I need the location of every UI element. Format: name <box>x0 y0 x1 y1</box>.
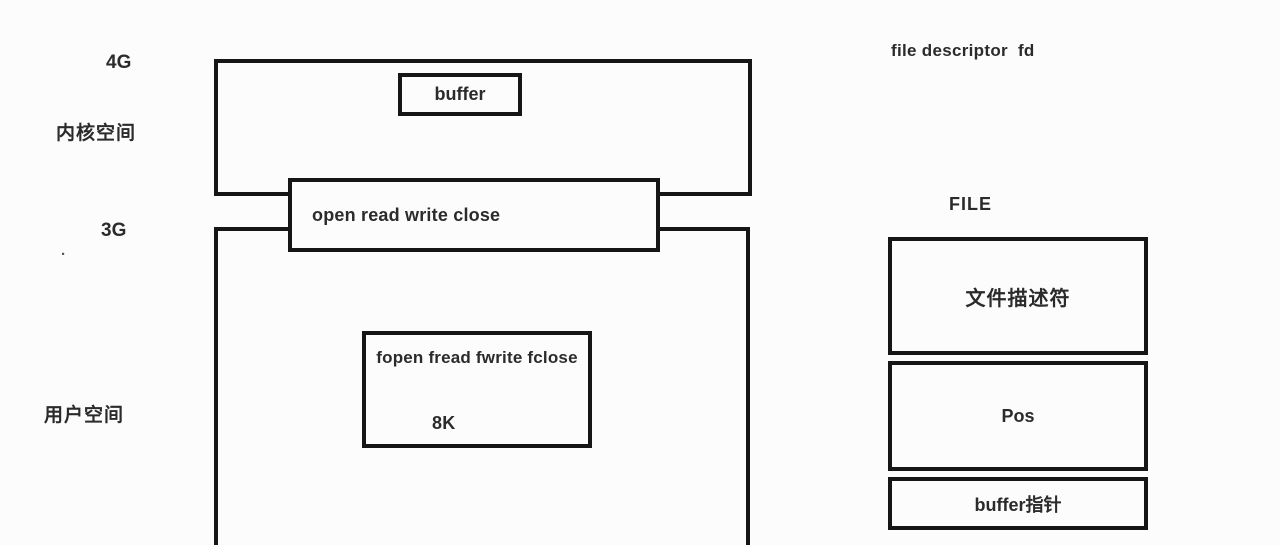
label-3g: 3G <box>101 220 127 241</box>
file-cell-descriptor: 文件描述符 <box>888 237 1148 355</box>
label-4g: 4G <box>106 52 132 73</box>
stdio-box: fopen fread fwrite fclose 8K <box>362 331 592 448</box>
file-cell-buffer-pointer: buffer指针 <box>888 477 1148 530</box>
syscall-box: open read write close <box>288 178 660 252</box>
file-cell-descriptor-label: 文件描述符 <box>965 287 1071 310</box>
kernel-buffer-label: buffer <box>434 84 486 104</box>
syscall-box-label: open read write close <box>312 204 501 225</box>
kernel-buffer-box: buffer <box>398 73 522 116</box>
file-struct-box: 文件描述符 Pos buffer指针 <box>888 237 1148 530</box>
label-user-space: 用户空间 <box>44 405 125 426</box>
stray-dot: . <box>61 242 66 259</box>
file-cell-pos-label: Pos <box>1001 405 1035 426</box>
file-struct-title: FILE <box>949 194 992 214</box>
stdio-box-label: fopen fread fwrite fclose <box>376 348 578 367</box>
file-cell-pos: Pos <box>888 361 1148 471</box>
stdio-buffer-size-label: 8K <box>432 413 456 433</box>
label-kernel-space: 内核空间 <box>56 123 137 144</box>
file-descriptor-label: file descriptor fd <box>891 41 1035 60</box>
file-cell-buffer-pointer-label: buffer指针 <box>974 494 1062 515</box>
